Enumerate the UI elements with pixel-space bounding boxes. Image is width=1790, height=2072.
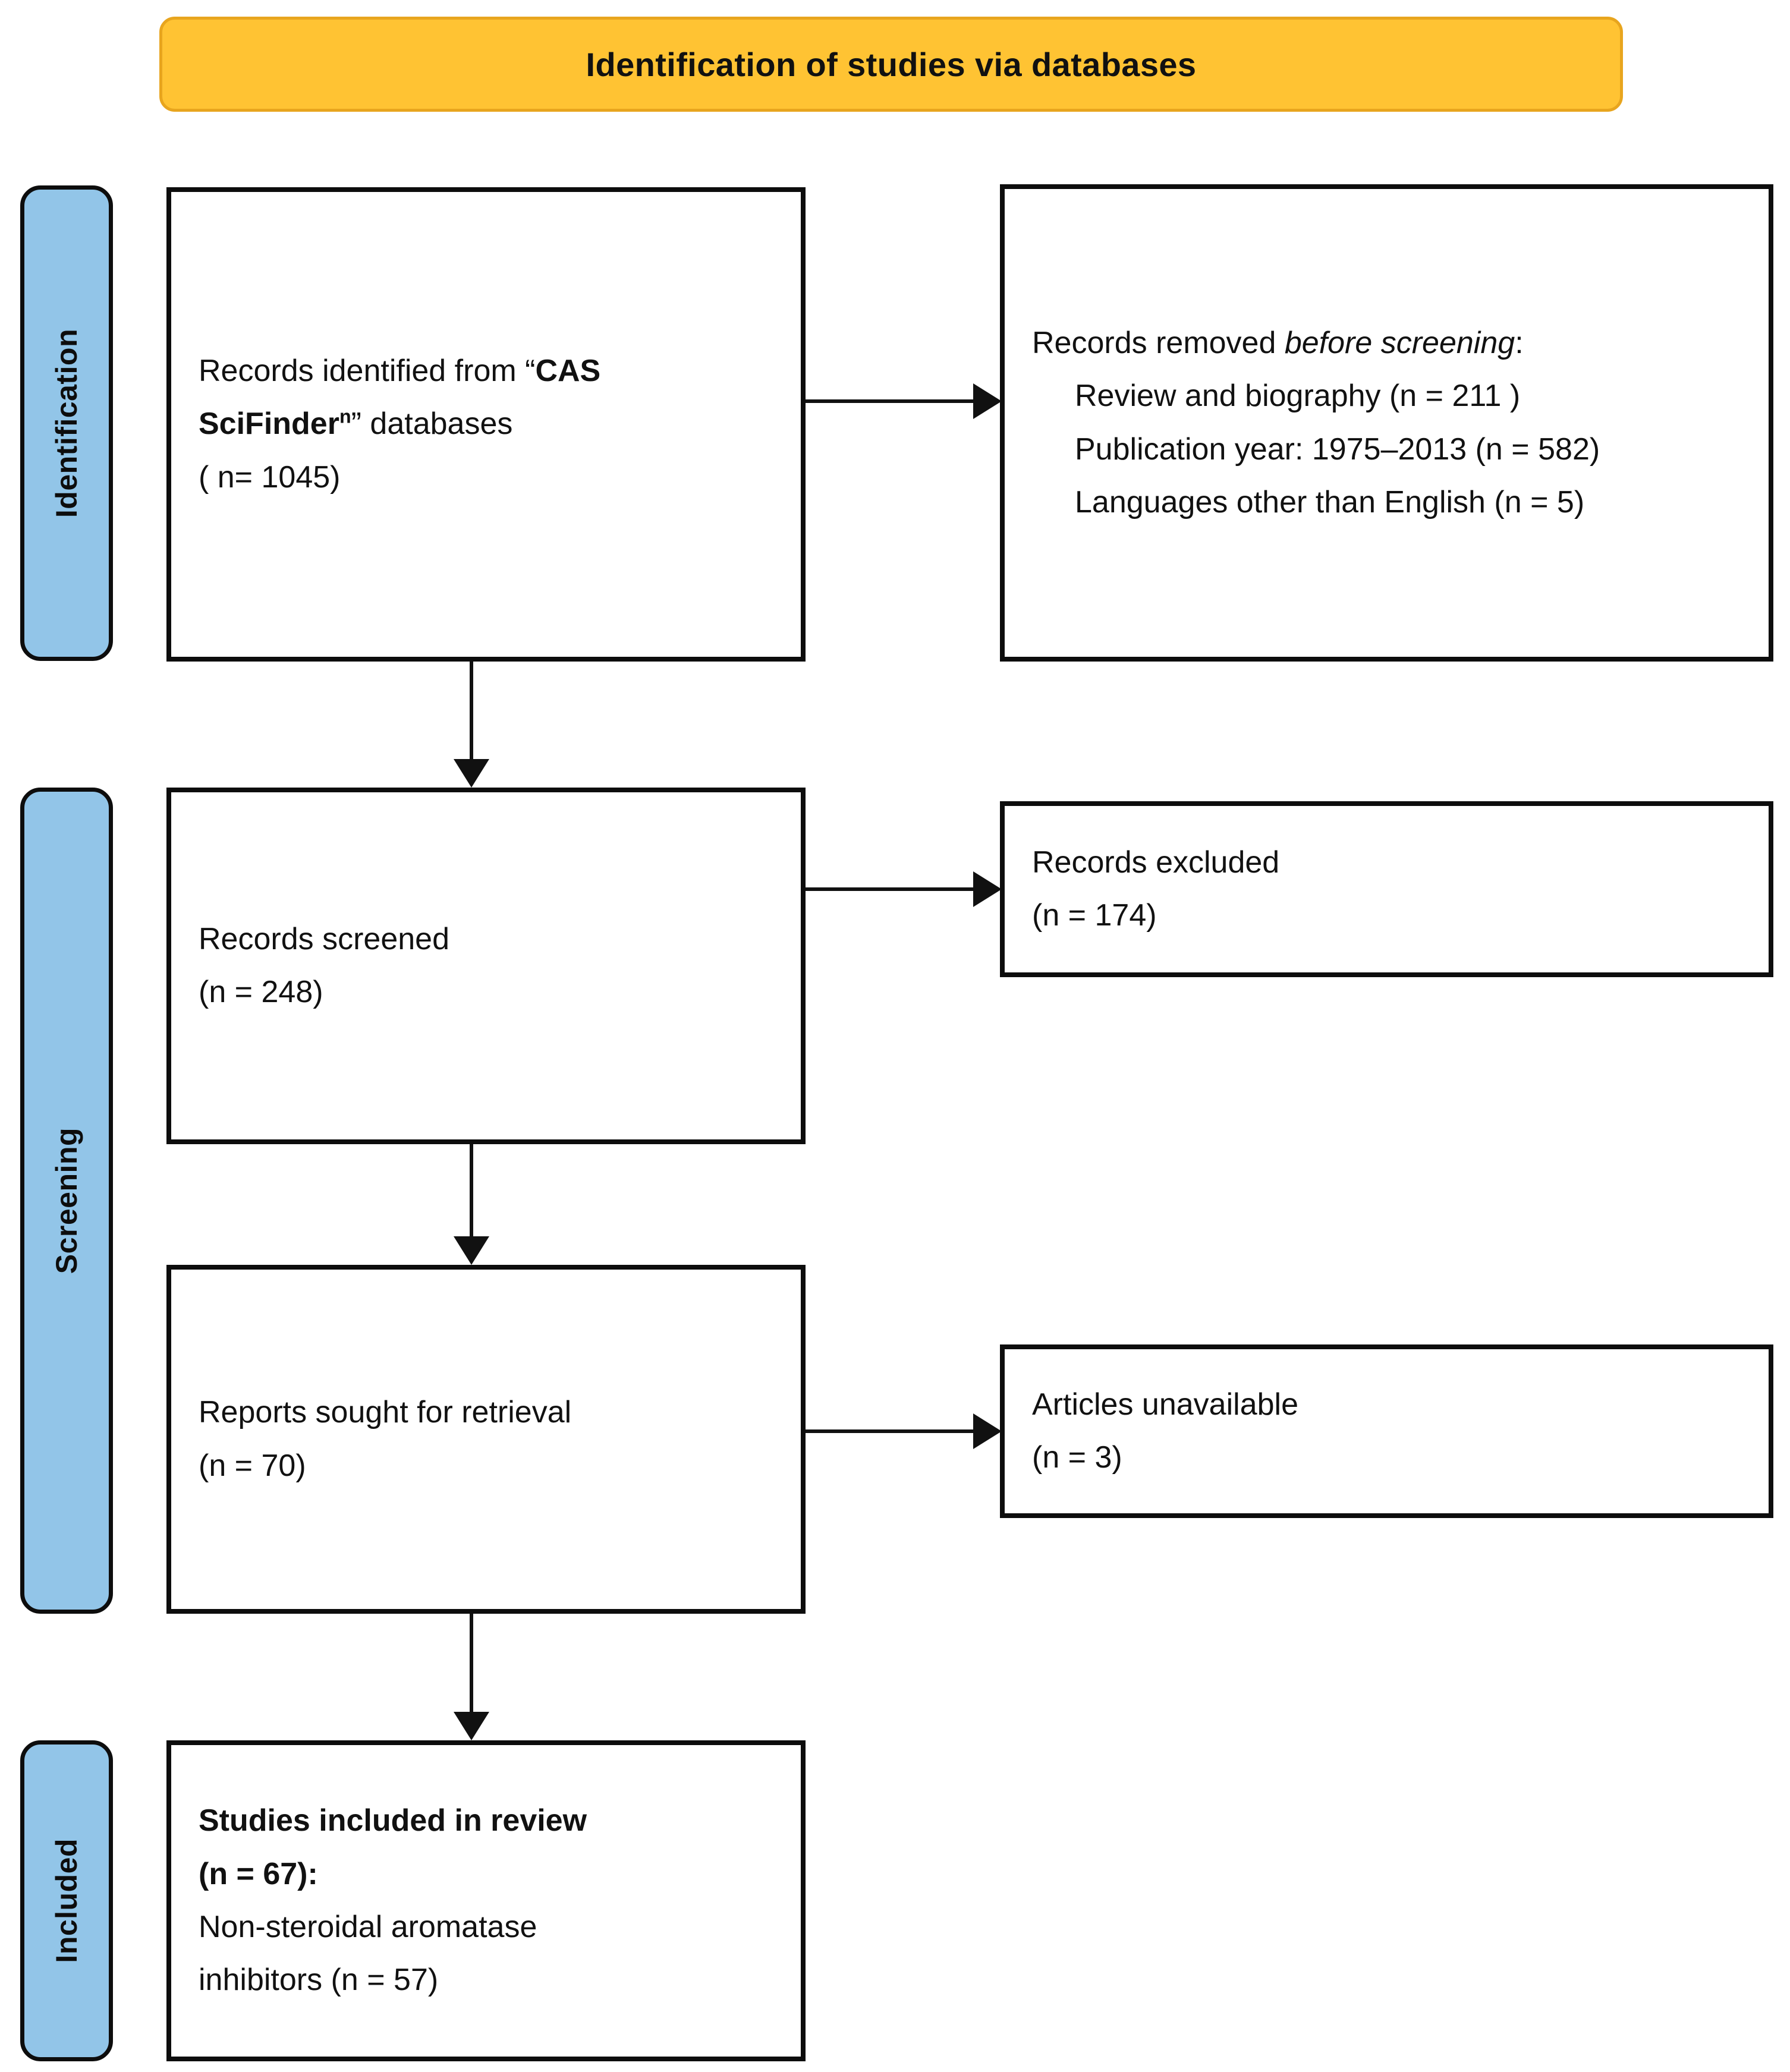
studies-included-line-4: inhibitors (n = 57) (199, 1963, 439, 1998)
articles-unavailable-line-2: (n = 3) (1032, 1440, 1122, 1475)
box-articles-unavailable-text: Articles unavailable (n = 3) (1005, 1378, 1769, 1485)
records-identified-line-1: Records identified from “CAS (199, 353, 601, 388)
records-removed-title: Records removed before screening: (1032, 325, 1524, 360)
arrow-shaft (470, 1144, 473, 1236)
records-identified-line-3: ( n= 1045) (199, 459, 341, 495)
arrow-head-down-icon (454, 759, 489, 788)
arrow-head-right-icon (973, 1413, 1002, 1449)
arrow-screened-to-excluded (806, 871, 1002, 907)
box-studies-included-text: Studies included in review (n = 67): Non… (171, 1794, 801, 2007)
box-records-screened-text: Records screened (n = 248) (171, 913, 801, 1019)
arrow-identified-to-screened (454, 662, 489, 788)
header-banner: Identification of studies via databases (159, 17, 1623, 112)
arrow-head-down-icon (454, 1236, 489, 1265)
stage-label-included-text: Included (50, 1838, 83, 1963)
stage-label-identification: Identification (20, 185, 113, 661)
box-records-removed: Records removed before screening: Review… (1000, 184, 1773, 662)
box-records-excluded: Records excluded (n = 174) (1000, 801, 1773, 977)
studies-included-line-3: Non-steroidal aromatase (199, 1910, 537, 1944)
arrow-head-right-icon (973, 383, 1002, 419)
arrow-shaft (806, 1429, 974, 1433)
arrow-shaft (470, 1614, 473, 1712)
box-studies-included: Studies included in review (n = 67): Non… (166, 1740, 806, 2061)
box-reports-sought-text: Reports sought for retrieval (n = 70) (171, 1386, 801, 1492)
box-records-removed-text: Records removed before screening: Review… (1005, 317, 1769, 530)
box-records-identified: Records identified from “CAS SciFindern”… (166, 187, 806, 662)
studies-included-line-1: Studies included in review (199, 1803, 587, 1838)
records-excluded-line-1: Records excluded (1032, 845, 1280, 880)
box-records-excluded-text: Records excluded (n = 174) (1005, 836, 1769, 943)
arrow-shaft (470, 662, 473, 759)
records-screened-line-2: (n = 248) (199, 975, 323, 1009)
arrow-screened-to-sought (454, 1144, 489, 1265)
stage-label-screening-text: Screening (50, 1127, 83, 1274)
arrow-head-down-icon (454, 1712, 489, 1740)
arrow-identified-to-removed (806, 383, 1002, 419)
box-records-identified-text: Records identified from “CAS SciFindern”… (171, 345, 801, 504)
records-removed-item-1: Review and biography (n = 211 ) (1075, 379, 1521, 414)
records-identified-line-2: SciFindern” databases (199, 405, 513, 442)
superscript-n: n (339, 405, 351, 427)
box-reports-sought: Reports sought for retrieval (n = 70) (166, 1265, 806, 1614)
arrow-head-right-icon (973, 871, 1002, 907)
stage-label-identification-text: Identification (50, 328, 83, 518)
records-excluded-line-2: (n = 174) (1032, 898, 1157, 933)
reports-sought-line-2: (n = 70) (199, 1448, 306, 1483)
reports-sought-line-1: Reports sought for retrieval (199, 1395, 572, 1430)
studies-included-line-2: (n = 67): (199, 1856, 318, 1891)
records-removed-item-2: Publication year: 1975–2013 (n = 582) (1075, 432, 1600, 467)
records-removed-item-3: Languages other than English (n = 5) (1075, 484, 1585, 519)
stage-label-screening: Screening (20, 788, 113, 1614)
records-screened-line-1: Records screened (199, 921, 449, 956)
banner-title: Identification of studies via databases (586, 45, 1197, 83)
articles-unavailable-line-1: Articles unavailable (1032, 1387, 1299, 1422)
arrow-shaft (806, 887, 974, 891)
arrow-sought-to-unavailable (806, 1413, 1002, 1449)
box-records-screened: Records screened (n = 248) (166, 788, 806, 1144)
arrow-sought-to-included (454, 1614, 489, 1740)
stage-label-included: Included (20, 1740, 113, 2061)
box-articles-unavailable: Articles unavailable (n = 3) (1000, 1344, 1773, 1518)
arrow-shaft (806, 399, 974, 403)
